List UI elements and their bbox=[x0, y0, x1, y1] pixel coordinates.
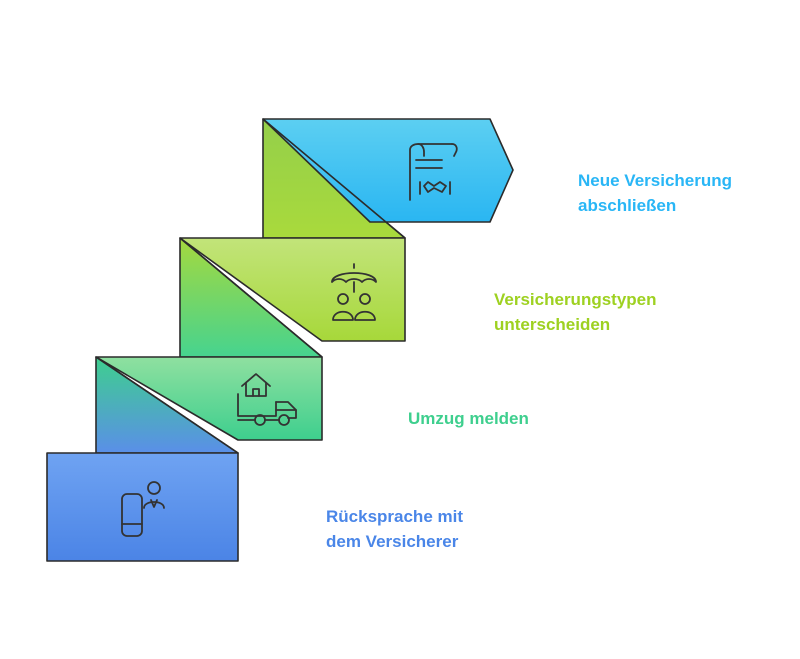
step-4-label-line-2: abschließen bbox=[578, 196, 677, 215]
step-2-label-line-1: Umzug melden bbox=[408, 409, 529, 428]
step-2-block bbox=[95, 356, 323, 454]
step-3-label-line-1: Versicherungstypen bbox=[494, 290, 657, 309]
step-3-label: Versicherungstypen unterscheiden bbox=[494, 287, 657, 337]
umbrella-people-icon bbox=[331, 263, 377, 321]
step-2-label: Umzug melden bbox=[408, 406, 529, 431]
step-4-label-line-1: Neue Versicherung bbox=[578, 171, 733, 190]
step-4-label: Neue Versicherung abschließen bbox=[578, 168, 732, 218]
step-1-label-line-2: dem Versicherer bbox=[326, 532, 459, 551]
step-4-block bbox=[262, 118, 514, 239]
step-3-label-line-2: unterscheiden bbox=[494, 315, 611, 334]
step-3-block bbox=[179, 237, 406, 358]
person-phone-icon bbox=[121, 481, 165, 537]
contract-handshake-icon bbox=[409, 143, 458, 201]
moving-truck-house-icon bbox=[237, 373, 297, 426]
step-1-label: Rücksprache mit dem Versicherer bbox=[326, 504, 463, 554]
step-1-label-line-1: Rücksprache mit bbox=[326, 507, 463, 526]
